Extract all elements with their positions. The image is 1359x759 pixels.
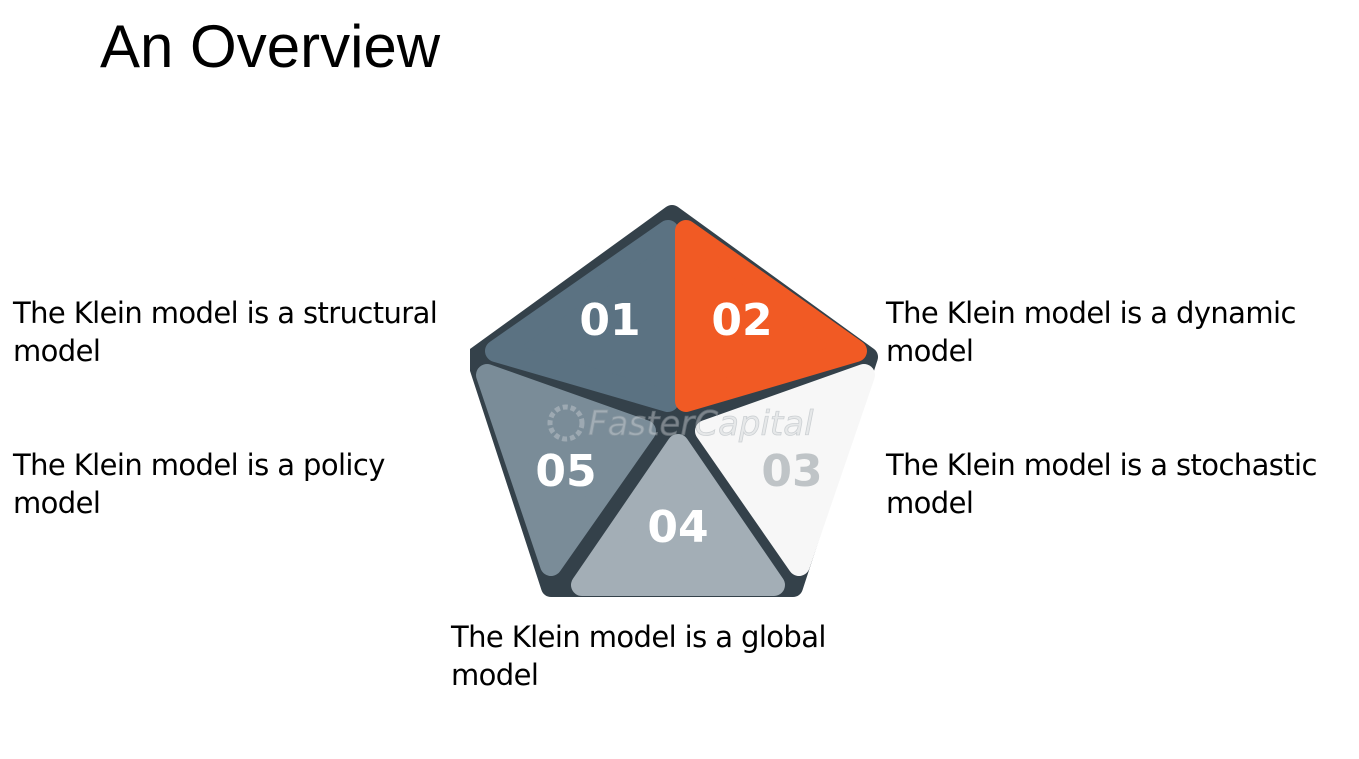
caption-03: The Klein model is a stochastic model (886, 448, 1317, 520)
caption-05: The Klein model is a policy model (13, 448, 385, 520)
segment-number-02: 02 (711, 295, 772, 346)
gear-icon (547, 404, 585, 442)
segment-number-04: 04 (647, 502, 708, 553)
caption-02: The Klein model is a dynamic model (886, 296, 1296, 368)
caption-04: The Klein model is a global model (451, 620, 826, 692)
pentagon-diagram: FasterCapital 01 02 03 04 05 (470, 205, 890, 615)
pentagon-svg: FasterCapital 01 02 03 04 05 (470, 205, 878, 597)
segment-05 (476, 364, 656, 576)
segment-02 (675, 220, 867, 412)
segment-number-01: 01 (579, 295, 640, 346)
segment-number-05: 05 (535, 446, 596, 497)
watermark: FasterCapital (547, 404, 815, 444)
watermark-text: FasterCapital (588, 404, 814, 444)
page-title: An Overview (100, 13, 441, 80)
segment-03 (695, 364, 875, 576)
segment-number-03: 03 (761, 446, 822, 497)
caption-01: The Klein model is a structural model (13, 296, 438, 368)
segment-01 (485, 220, 679, 412)
segment-04 (571, 434, 785, 596)
